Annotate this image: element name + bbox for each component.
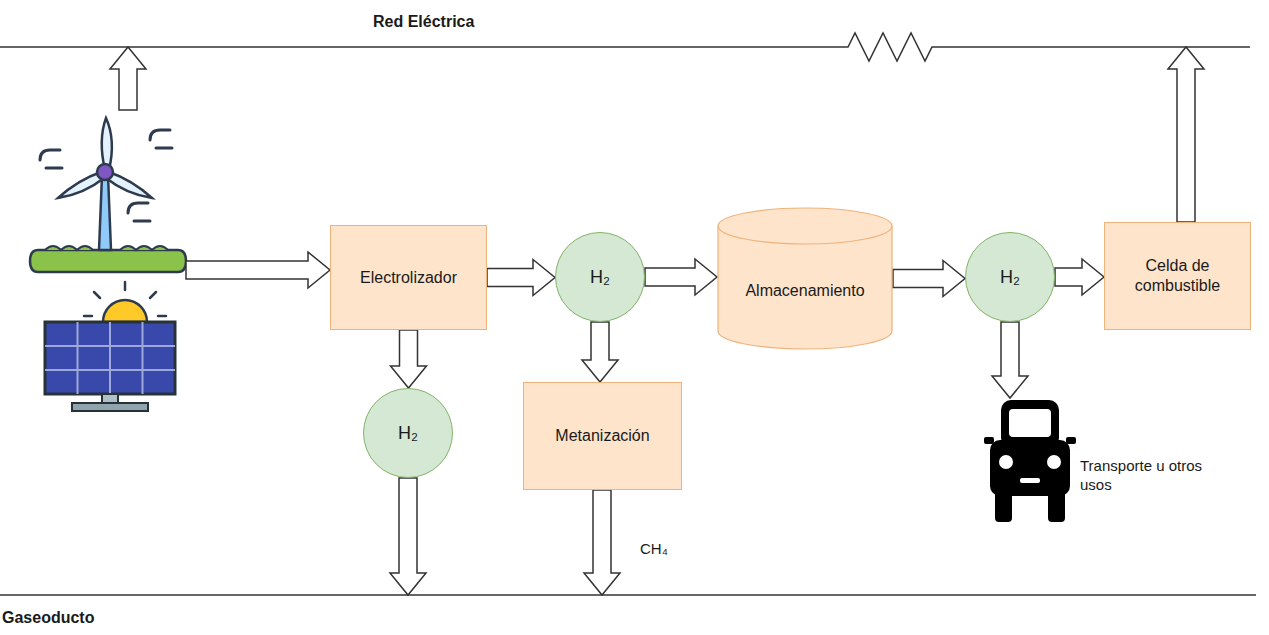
gas-pipeline-line [0,594,1256,596]
node-text: H₂ [398,422,418,445]
node-text: Electrolizador [360,268,457,288]
process-box: Metanización [523,382,682,490]
flow-arrow [893,261,965,297]
flow-arrow [584,490,620,595]
node-text: Celda de combustible [1111,256,1244,296]
process-box: Celda de combustible [1104,222,1251,330]
hydrogen-circle: H₂ [363,388,453,478]
flow-arrow [1168,47,1204,222]
hydrogen-circle: H₂ [965,232,1055,322]
flow-arrow [992,322,1028,398]
node-text: H₂ [590,266,610,289]
flow-arrow [186,252,330,288]
flow-arrow [582,322,618,382]
car-icon [984,400,1076,522]
flow-arrow [391,330,427,388]
gas-label: CH₄ [640,540,668,559]
hydrogen-circle: H₂ [555,232,645,322]
flow-arrow [487,260,555,296]
wind-turbine [30,118,186,272]
flow-arrow [1055,259,1104,295]
flow-arrow [110,47,146,110]
storage-cylinder: Almacenamiento [717,207,893,350]
solar-panel [45,282,175,411]
power-grid-line [0,33,1250,61]
flow-arrow [645,259,717,295]
flow-arrows [110,47,1204,595]
grid-label: Red Eléctrica [373,12,474,32]
flow-arrow [390,478,426,595]
cylinder-outline [717,207,893,350]
use-label: Transporte u otros usos [1080,457,1225,495]
pipeline-label: Gaseoducto [2,608,94,628]
node-text: Metanización [555,426,649,446]
node-text: H₂ [1000,266,1020,289]
node-text: Almacenamiento [745,281,864,301]
process-box: Electrolizador [330,225,487,330]
